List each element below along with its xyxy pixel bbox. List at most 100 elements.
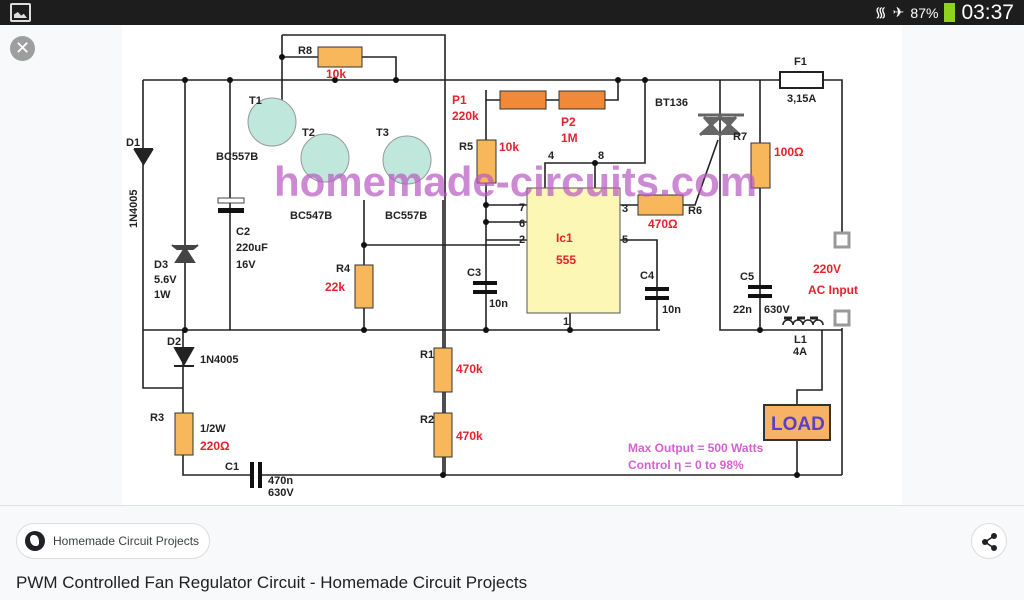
r4-label: R4	[336, 263, 351, 275]
r3-wattage: 1/2W	[200, 423, 226, 435]
r3-label: R3	[150, 412, 164, 424]
close-button[interactable]: ✕	[10, 36, 35, 61]
globe-icon	[25, 531, 45, 551]
c3-value: 10n	[489, 298, 508, 310]
share-icon	[982, 533, 997, 551]
t1-label: T1	[249, 95, 262, 107]
ic-pin-7: 7	[519, 202, 525, 214]
ac-terminal-bottom	[833, 309, 851, 327]
p2-label: P2	[561, 115, 576, 129]
c4-value: 10n	[662, 304, 681, 316]
potentiometer-p1	[499, 90, 547, 110]
transistor-t2	[300, 133, 350, 183]
ic-pin-5: 5	[622, 234, 628, 246]
r2-value: 470k	[456, 429, 483, 443]
d1-label: D1	[126, 137, 140, 149]
c2-value: 220uF	[236, 242, 268, 254]
circuit-image[interactable]: R8 10k T1 T2 T3 BC557B BC547B BC557B D1 …	[122, 25, 902, 505]
r7-label: R7	[733, 131, 747, 143]
ic-part: 555	[556, 253, 576, 267]
resistor-r2	[433, 412, 453, 458]
page-title[interactable]: PWM Controlled Fan Regulator Circuit - H…	[16, 573, 528, 592]
inductor-l1	[782, 319, 824, 326]
c1-label: C1	[225, 461, 239, 473]
r1-value: 470k	[456, 362, 483, 376]
d1-part: 1N4005	[128, 189, 140, 228]
capacitor-c4	[645, 287, 669, 300]
r3-value: 220Ω	[200, 439, 230, 453]
t2-label: T2	[302, 127, 315, 139]
transistor-t3	[382, 135, 432, 185]
source-label: Homemade Circuit Projects	[53, 534, 200, 548]
battery-percent: 87%	[910, 4, 939, 21]
capacitor-c1	[250, 462, 262, 488]
note-max-output: Max Output = 500 Watts	[628, 441, 764, 455]
t3-label: T3	[376, 127, 389, 139]
c5-value: 22n	[733, 304, 752, 316]
source-chip[interactable]: Homemade Circuit Projects	[16, 523, 211, 559]
junctions	[182, 54, 800, 478]
r7-value: 100Ω	[774, 145, 804, 159]
capacitor-c2	[217, 197, 245, 213]
ac-terminal-top	[833, 231, 851, 249]
note-control: Control η = 0 to 98%	[628, 458, 744, 472]
diode-d1	[133, 148, 154, 166]
c1-value: 470n	[268, 475, 293, 487]
capacitor-c5	[748, 285, 772, 298]
l1-label: L1	[794, 334, 807, 346]
ic-pin-2: 2	[519, 234, 525, 246]
r6-value: 470Ω	[648, 217, 678, 231]
ic-pin-6: 6	[519, 218, 525, 230]
ic-555	[526, 187, 621, 314]
wifi-icon: ᯾	[874, 4, 887, 20]
resistor-r1	[433, 347, 453, 393]
ic-name: Ic1	[556, 231, 573, 245]
r5-label: R5	[459, 141, 473, 153]
potentiometer-p2	[558, 90, 606, 110]
d3-wattage: 1W	[154, 289, 171, 301]
resistor-r4	[354, 264, 374, 309]
c5-label: C5	[740, 271, 754, 283]
input-label: AC Input	[808, 283, 858, 297]
r8-value: 10k	[326, 67, 346, 81]
d3-voltage: 5.6V	[154, 274, 177, 286]
share-button[interactable]	[971, 523, 1007, 559]
r2-label: R2	[420, 414, 434, 426]
c5-voltage: 630V	[764, 304, 790, 316]
r1-label: R1	[420, 349, 434, 361]
c3-label: C3	[467, 267, 481, 279]
load-box	[763, 404, 831, 441]
airplane-icon: ✈	[892, 4, 905, 20]
r5-value: 10k	[499, 140, 519, 154]
ic-pin-1: 1	[563, 316, 569, 328]
c1-voltage: 630V	[268, 487, 294, 499]
c2-label: C2	[236, 226, 250, 238]
f1-label: F1	[794, 56, 807, 68]
d2-label: D2	[167, 336, 181, 348]
r4-value: 22k	[325, 280, 345, 294]
ic-pin-4: 4	[548, 150, 555, 162]
p1-value: 220k	[452, 109, 479, 123]
t1-part: BC557B	[216, 151, 258, 163]
resistor-r3	[174, 412, 194, 456]
diode-d2	[173, 347, 195, 367]
watermark: homemade-circuits.com	[274, 158, 757, 205]
r6-label: R6	[688, 205, 702, 217]
zener-d3	[171, 244, 199, 263]
triac-bt136	[698, 113, 744, 138]
p1-label: P1	[452, 93, 467, 107]
gallery-icon	[10, 3, 31, 22]
f1-value: 3,15A	[787, 93, 816, 105]
t3-part: BC557B	[385, 210, 427, 222]
d2-part: 1N4005	[200, 354, 239, 366]
l1-value: 4A	[793, 346, 807, 358]
transistor-t1	[247, 97, 297, 147]
resistor-r7	[750, 142, 771, 189]
ic-pin-3: 3	[622, 203, 628, 215]
input-voltage: 220V	[813, 262, 841, 276]
p2-value: 1M	[561, 131, 578, 145]
resistor-r6	[637, 194, 684, 216]
circuit-diagram: R8 10k T1 T2 T3 BC557B BC547B BC557B D1 …	[126, 34, 858, 499]
status-bar: ᯾ ✈ 87% 03:37	[0, 0, 1024, 25]
load-label: LOAD	[771, 414, 825, 435]
